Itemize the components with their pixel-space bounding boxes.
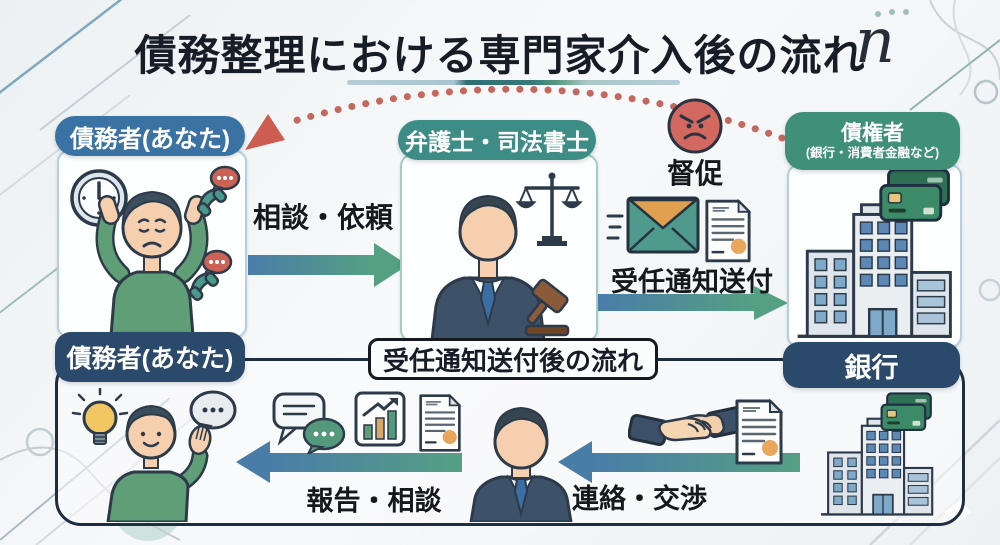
debtor-footer-pill: 債務者(あなた)	[55, 332, 245, 382]
debtor-card	[57, 150, 247, 338]
report-arrow-label: 報告・相談	[306, 486, 442, 516]
bank-footer-pill: 銀行	[783, 342, 960, 388]
handwriting-letter: n	[855, 4, 895, 77]
bank-scene-illustration	[795, 168, 954, 338]
notice-arrow	[598, 294, 754, 311]
lawyer-illustration	[430, 172, 583, 342]
contact-arrow-label: 連絡・交渉	[572, 484, 707, 514]
stressed-person-body	[95, 190, 209, 338]
incoming-call-icon	[192, 165, 241, 219]
creditor-header-title: 債権者	[841, 121, 904, 145]
happy-person-illustration	[71, 388, 237, 522]
creditor-header-subtitle: (銀行・消費者金融など)	[805, 145, 940, 160]
post-notice-flow-title: 受任通知送付後の流れ	[368, 338, 658, 380]
gavel-icon	[524, 278, 570, 337]
growth-chart-icon	[354, 391, 406, 447]
creditor-card	[787, 164, 962, 348]
report-arrow-head	[236, 441, 270, 483]
lawyer-bust	[430, 194, 546, 342]
professional-header-pill: 弁護士・司法書士	[398, 120, 596, 160]
contact-arrow-head	[558, 441, 592, 483]
debtor-header-pill: 債務者(あなた)	[55, 116, 245, 156]
envelope-icon	[606, 196, 700, 254]
chat-bubbles-icon	[272, 392, 346, 454]
notice-arrow-head	[754, 286, 788, 320]
notice-document-icon	[705, 199, 751, 263]
demand-label: 督促	[666, 158, 723, 189]
notice-arrow-label: 受任通知送付	[611, 267, 773, 297]
stressed-person-illustration	[70, 165, 241, 338]
scales-of-justice-icon	[515, 172, 583, 246]
page-title: 債務整理における専門家介入後の流れ	[134, 32, 866, 79]
professional-card	[400, 154, 598, 342]
consult-arrow	[248, 255, 374, 275]
report-arrow	[270, 453, 462, 472]
happy-person-body	[106, 404, 212, 522]
creditor-header-pill: 債権者 (銀行・消費者金融など)	[785, 112, 960, 170]
angry-face-icon	[667, 98, 723, 154]
consult-arrow-label: 相談・依頼	[252, 202, 393, 233]
bank-scene-illustration	[819, 392, 935, 516]
lawyer-illustration	[469, 406, 573, 522]
lightbulb-icon	[71, 388, 129, 445]
title-underline	[347, 80, 680, 85]
handshake-icon	[628, 405, 746, 447]
notice-document-icon	[735, 399, 783, 465]
